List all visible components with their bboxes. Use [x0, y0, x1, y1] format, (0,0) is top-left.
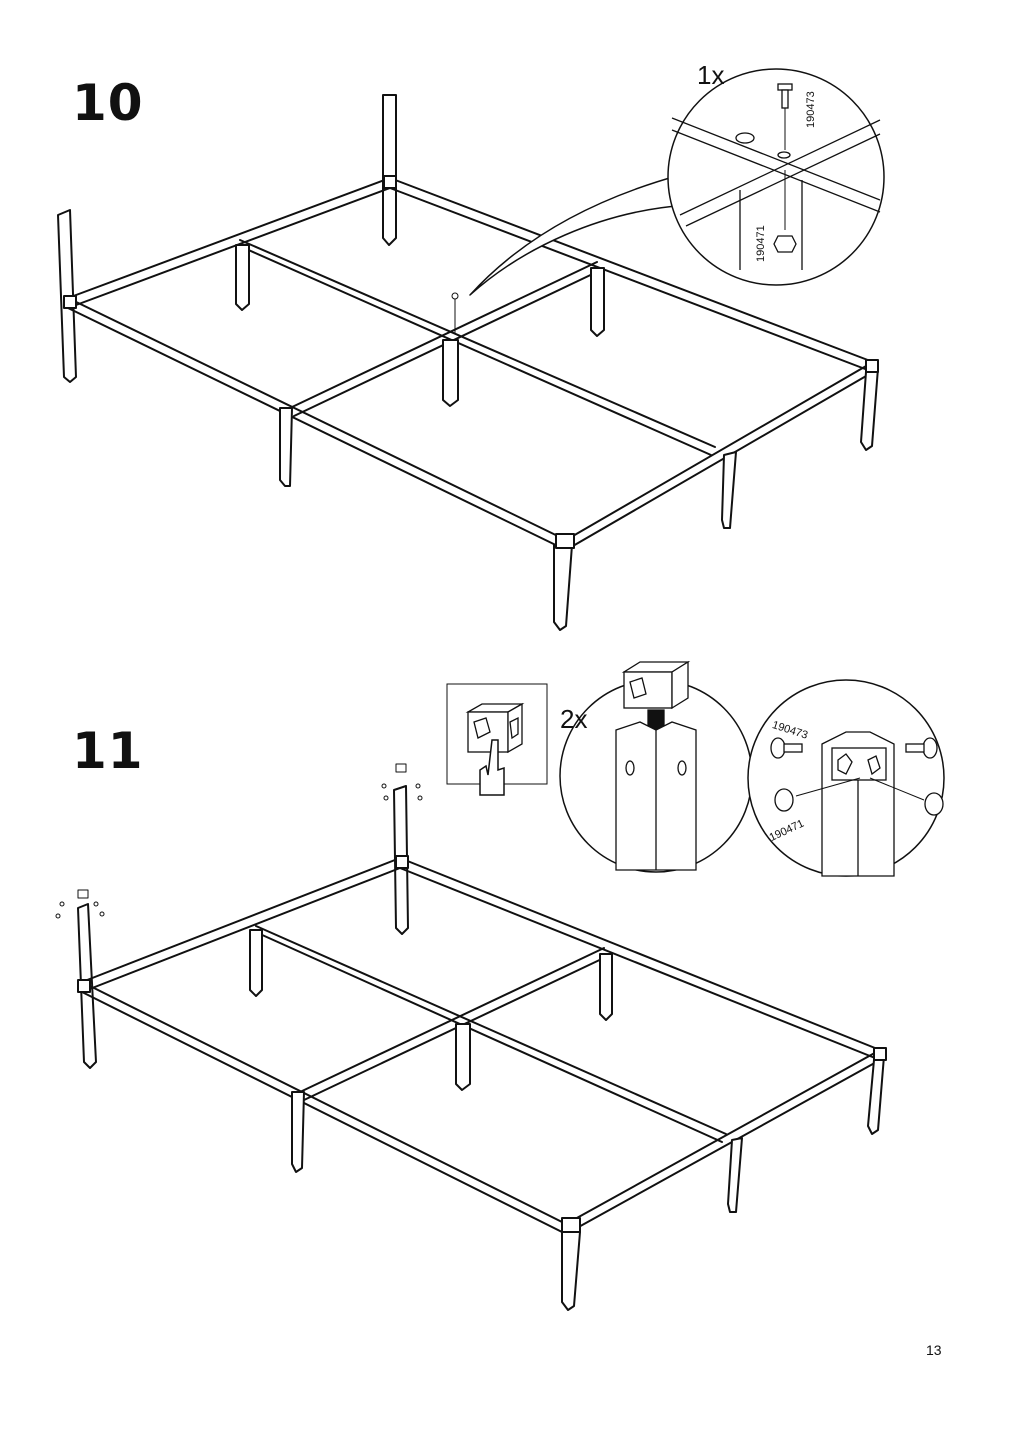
frame-rail	[81, 867, 881, 1235]
frame-rail	[299, 947, 605, 1093]
leg	[590, 267, 605, 337]
cap-nut	[774, 788, 794, 812]
corner-bracket	[873, 1047, 887, 1061]
leg	[727, 1137, 743, 1213]
corner-bracket	[555, 533, 575, 549]
leg	[721, 451, 737, 529]
step-10-quantity: 1x	[697, 60, 725, 90]
leg	[599, 953, 613, 1021]
leg	[561, 1231, 581, 1311]
corner-bracket	[383, 175, 397, 189]
frame-rail	[81, 857, 881, 1225]
frame-rail	[243, 247, 712, 456]
frame-rail	[255, 925, 727, 1135]
screw	[451, 292, 459, 300]
step-11-quantity: 2x	[560, 704, 588, 734]
corner-bracket	[561, 1217, 581, 1233]
leg	[442, 339, 459, 407]
pressing-finger-icon	[479, 739, 505, 796]
leg	[867, 1055, 885, 1135]
cap-nut	[924, 792, 944, 816]
corner-bracket	[63, 295, 77, 309]
leg	[235, 244, 250, 311]
leg	[455, 1023, 471, 1091]
frame-rail	[259, 933, 723, 1143]
leg	[249, 929, 263, 997]
corner-bracket	[77, 979, 91, 993]
frame-rail	[289, 261, 598, 409]
leg	[291, 1091, 305, 1173]
step-11-number: 11	[72, 722, 144, 780]
connector-block	[395, 763, 407, 773]
connector-block	[77, 889, 89, 899]
leg	[279, 407, 293, 487]
corner-bracket	[865, 359, 879, 373]
step-10-number: 10	[72, 74, 144, 132]
frame-rail	[239, 239, 716, 448]
page-number: 13	[926, 1342, 942, 1358]
corner-bracket	[395, 855, 409, 869]
leg	[382, 94, 397, 246]
